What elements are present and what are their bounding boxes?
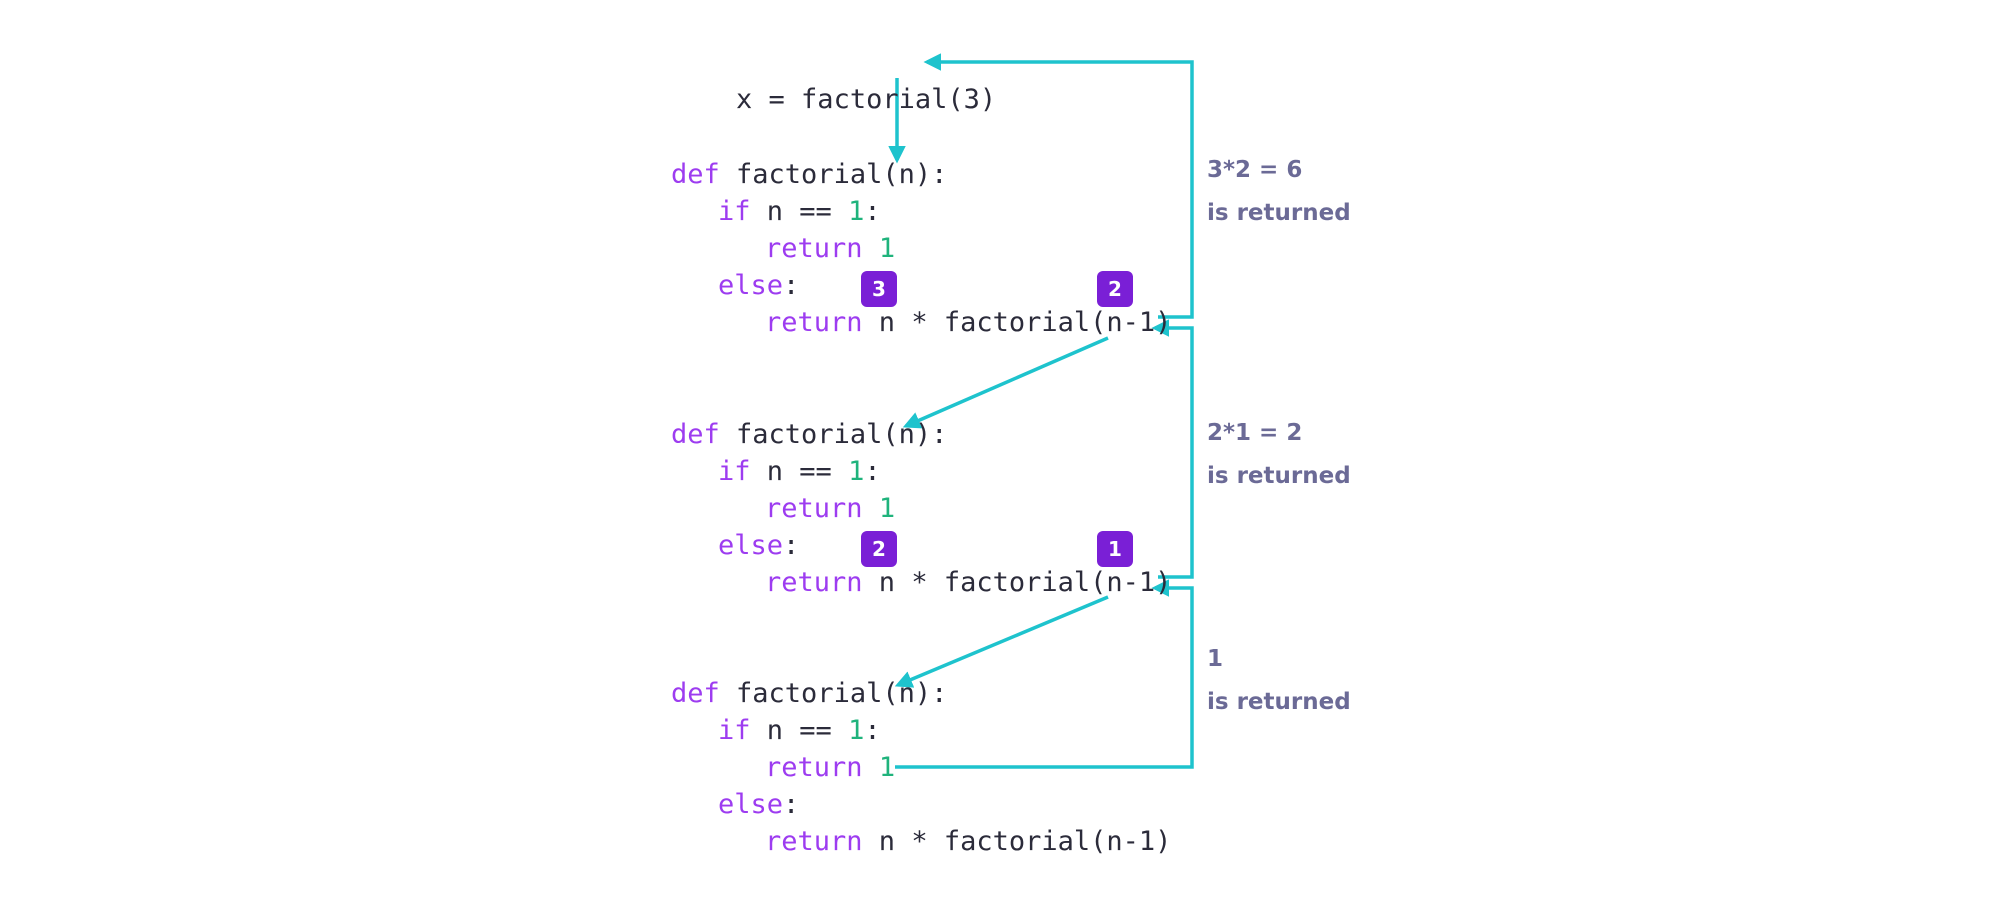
function-signature: factorial(n): bbox=[719, 678, 948, 709]
return-arrow-2 bbox=[1151, 319, 1194, 579]
return-number: 1 bbox=[878, 233, 896, 264]
return1-value: 3*2 = 6 bbox=[1207, 157, 1303, 183]
return2-label: is returned bbox=[1207, 463, 1351, 489]
block2-if-line: if n == 1: bbox=[718, 453, 881, 490]
function-signature: factorial(n): bbox=[719, 159, 948, 190]
if-colon: : bbox=[864, 715, 881, 746]
function-signature: factorial(n): bbox=[719, 419, 948, 450]
return-arrow-1 bbox=[923, 53, 1194, 319]
return-keyword: return bbox=[765, 826, 863, 857]
return-keyword: return bbox=[765, 493, 863, 524]
call-line: x = factorial(3) bbox=[671, 44, 996, 115]
recursive-expression: n * factorial(n-1) bbox=[862, 567, 1172, 598]
if-number: 1 bbox=[848, 196, 865, 227]
block1-def-line: def factorial(n): bbox=[671, 156, 947, 193]
block2-else-line: else: bbox=[718, 527, 799, 564]
else-keyword: else bbox=[718, 789, 784, 820]
badge-n-value: 3 bbox=[861, 271, 897, 307]
return-keyword: return bbox=[765, 752, 863, 783]
block2-def-line: def factorial(n): bbox=[671, 416, 947, 453]
if-colon: : bbox=[864, 196, 881, 227]
recursive-expression: n * factorial(n-1) bbox=[862, 826, 1172, 857]
return-number: 1 bbox=[878, 493, 896, 524]
call-arrow-2 bbox=[902, 336, 1109, 429]
block3-def-line: def factorial(n): bbox=[671, 675, 947, 712]
return-number: 1 bbox=[878, 752, 896, 783]
if-condition: n == bbox=[750, 196, 849, 227]
block2-return-base-line: return 1 bbox=[765, 490, 895, 527]
return3-value: 1 bbox=[1207, 646, 1224, 672]
if-colon: : bbox=[864, 456, 881, 487]
block3-return-base-line: return 1 bbox=[765, 749, 895, 786]
else-colon: : bbox=[783, 530, 800, 561]
block1-else-line: else: bbox=[718, 267, 799, 304]
return-keyword: return bbox=[765, 233, 863, 264]
if-condition: n == bbox=[750, 456, 849, 487]
if-keyword: if bbox=[718, 456, 751, 487]
badge-n-value: 2 bbox=[861, 531, 897, 567]
block1-return-recursive-line: return n * factorial(n-1) bbox=[765, 304, 1171, 341]
call-line-text: x = factorial(3) bbox=[736, 84, 997, 115]
return2-value: 2*1 = 2 bbox=[1207, 420, 1303, 446]
def-keyword: def bbox=[671, 678, 720, 709]
else-keyword: else bbox=[718, 530, 784, 561]
block3-else-line: else: bbox=[718, 786, 799, 823]
block3-if-line: if n == 1: bbox=[718, 712, 881, 749]
block3-return-recursive-line: return n * factorial(n-1) bbox=[765, 823, 1171, 860]
return-arrow-3 bbox=[895, 579, 1194, 769]
if-number: 1 bbox=[848, 456, 865, 487]
def-keyword: def bbox=[671, 159, 720, 190]
else-keyword: else bbox=[718, 270, 784, 301]
return1-label: is returned bbox=[1207, 200, 1351, 226]
else-colon: : bbox=[783, 270, 800, 301]
recursive-expression: n * factorial(n-1) bbox=[862, 307, 1172, 338]
return3-label: is returned bbox=[1207, 689, 1351, 715]
if-keyword: if bbox=[718, 196, 751, 227]
block2-return-recursive-line: return n * factorial(n-1) bbox=[765, 564, 1171, 601]
return-keyword: return bbox=[765, 307, 863, 338]
def-keyword: def bbox=[671, 419, 720, 450]
else-colon: : bbox=[783, 789, 800, 820]
call-arrow-3 bbox=[894, 595, 1109, 688]
badge-call-argument: 2 bbox=[1097, 271, 1133, 307]
badge-call-argument: 1 bbox=[1097, 531, 1133, 567]
block1-if-line: if n == 1: bbox=[718, 193, 881, 230]
return-keyword: return bbox=[765, 567, 863, 598]
if-number: 1 bbox=[848, 715, 865, 746]
if-keyword: if bbox=[718, 715, 751, 746]
block1-return-base-line: return 1 bbox=[765, 230, 895, 267]
if-condition: n == bbox=[750, 715, 849, 746]
